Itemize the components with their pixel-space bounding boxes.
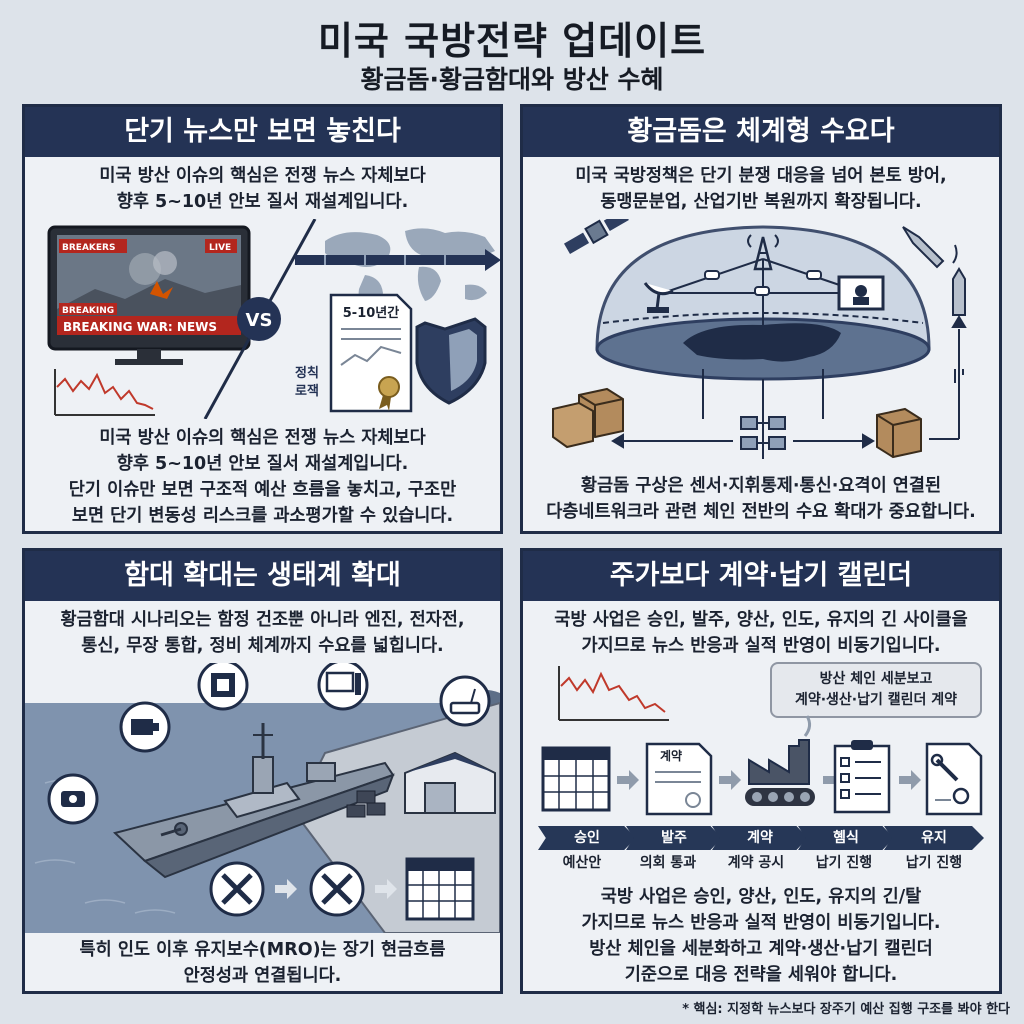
radar-dish-icon — [643, 282, 674, 313]
warship-icon — [112, 723, 395, 879]
panel-body-line: 보면 단기 변동성 리스크를 과소평가할 수 있습니다. — [71, 506, 454, 526]
line-chart-icon — [54, 369, 155, 416]
panel-golden-dome: 황금돔은 체계형 수요다 미국 국방정책은 단기 분쟁 대응을 넘어 본토 방어… — [520, 104, 1002, 534]
wrench-icon — [209, 861, 265, 917]
panel3-illustration — [25, 663, 500, 933]
satellite-icon — [564, 219, 629, 255]
callout-line: 계약·생산·납기 캘린더 계약 — [794, 692, 958, 708]
panel-body-line: 황금돔 구상은 센서·지휘통제·통신·요격이 연결된 — [580, 476, 942, 496]
panel-heading: 주가보다 계약·납기 캘린더 — [523, 551, 999, 601]
tv-live-text: LIVE — [209, 243, 231, 253]
callout-line: 방산 체인 세분보고 — [819, 671, 933, 687]
panel-intro-line: 미국 국방정책은 단기 분쟁 대응을 넘어 본토 방어, — [575, 166, 947, 186]
maintenance-doc-icon — [925, 742, 983, 816]
panel-intro-line: 통신, 무장 통합, 정비 체계까지 수요를 넓힙니다. — [81, 636, 444, 656]
document-icon: 계약 — [645, 742, 713, 816]
box-icon — [552, 387, 624, 449]
panel-body-line: 미국 방산 이슈의 핵심은 전쟁 뉴스 자체보다 — [99, 428, 426, 448]
panel-intro-line: 향후 5~10년 안보 질서 재설계입니다. — [116, 192, 409, 212]
tv-icon: BREAKERS LIVE BREAKING BREAKING WAR: NEW… — [47, 225, 251, 365]
tv-top-left-text: BREAKERS — [62, 243, 115, 253]
panel1-illustration: BREAKERS LIVE BREAKING BREAKING WAR: NEW… — [47, 219, 500, 419]
antenna-tower-icon — [747, 234, 779, 271]
panel-body-line: 다층네트워크라 관련 체인 전반의 수요 확대가 중요합니다. — [546, 502, 976, 522]
calendar-icon — [405, 857, 475, 921]
page-title: 미국 국방전략 업데이트 — [317, 19, 707, 63]
stage-step: 혬식 — [798, 826, 894, 850]
panel-intro-line: 동맹문분업, 산업기반 복원까지 확장됩니다. — [600, 192, 922, 212]
shield-icon — [415, 317, 487, 405]
network-icon — [740, 416, 786, 450]
document-icon: 5-10년간 — [329, 293, 413, 413]
engine-icon — [119, 701, 171, 753]
footnote: * 핵심: 지정학 뉴스보다 장주기 예산 집행 구조를 봐야 한다 — [682, 1002, 1010, 1017]
stage-subtitle: 계약 공시 — [727, 855, 785, 871]
line-chart-icon — [558, 666, 669, 721]
calendar-icon — [541, 746, 611, 812]
panel2-illustration — [552, 219, 967, 459]
panel-intro-line: 황금함대 시나리오는 함정 건조뿐 아니라 엔진, 전자전, — [60, 610, 465, 630]
checklist-icon — [833, 740, 891, 814]
motor-icon — [47, 773, 99, 825]
stage-subtitle: 의회 통과 — [639, 855, 697, 871]
computer-icon — [317, 663, 369, 711]
wrench-icon — [309, 861, 365, 917]
panel-body-line: 가지므로 뉴스 반응과 실적 반영이 비동기입니다. — [581, 913, 941, 933]
panel-heading: 함대 확대는 생태계 확대 — [25, 551, 500, 601]
callout-bubble: 방산 체인 세분보고 계약·생산·납기 캘린더 계약 — [770, 662, 982, 718]
tv-banner-text: BREAKING WAR: NEWS — [63, 320, 217, 334]
contract-doc-label: 계약 — [660, 748, 682, 763]
panel-intro-line: 가지므로 뉴스 반응과 실적 반영이 비동기입니다. — [581, 636, 941, 656]
page-subtitle: 황금돔·황금함대와 방산 수혜 — [360, 65, 664, 94]
panel-intro-line: 미국 방산 이슈의 핵심은 전쟁 뉴스 자체보다 — [99, 166, 426, 186]
stage-step: 유지 — [884, 826, 984, 850]
panel-body-line: 국방 사업은 승인, 양산, 인도, 유지의 긴/탈 — [600, 887, 922, 907]
panel-fleet-ecosystem: 함대 확대는 생태계 확대 황금함대 시나리오는 함정 건조뿐 아니라 엔진, … — [22, 548, 503, 994]
panel4-illustration: 계약 — [541, 666, 983, 816]
chip-icon — [197, 663, 249, 711]
panel-intro-line: 국방 사업은 승인, 발주, 양산, 인도, 유지의 긴 사이클을 — [554, 610, 968, 630]
panel-body-line: 향후 5~10년 안보 질서 재설계입니다. — [116, 454, 409, 474]
policy-label-line: 로잭 — [295, 383, 319, 399]
panel-heading: 황금돔은 체계형 수요다 — [523, 107, 999, 157]
panel-body-line: 방산 체인을 세분화하고 계약·생산·납기 캘린더 — [589, 939, 933, 959]
box-icon — [876, 407, 922, 459]
panel-body-line: 단기 이슈만 보면 구조적 예산 흐름을 놓치고, 구조만 — [68, 480, 457, 500]
monitor-icon — [837, 275, 885, 311]
timeline-arrow — [295, 249, 500, 271]
panel-body-line: 안정성과 연결됩니다. — [183, 966, 342, 986]
warehouse-icon — [404, 751, 496, 814]
panel-heading: 단기 뉴스만 보면 놓친다 — [25, 107, 500, 157]
page-header: 미국 국방전략 업데이트 황금돔·황금함대와 방산 수혜 — [0, 0, 1024, 100]
panel-short-term-news: 단기 뉴스만 보면 놓친다 미국 방산 이슈의 핵심은 전쟁 뉴스 자체보다 향… — [22, 104, 503, 534]
stage-step: 계약 — [712, 826, 808, 850]
panel-body-line: 특히 인도 이후 유지보수(MRO)는 장기 현금흐름 — [79, 940, 446, 960]
router-icon — [439, 675, 491, 727]
tv-breaking-text: BREAKING — [62, 306, 114, 316]
stage-subtitle: 납기 진행 — [905, 855, 963, 871]
stage-step: 발주 — [626, 826, 722, 850]
panel-body-line: 기준으로 대응 전략을 세워야 합니다. — [624, 965, 898, 985]
stage-step: 승인 — [538, 826, 636, 850]
stage-subtitle: 납기 진행 — [815, 855, 873, 871]
document-label: 5-10년간 — [343, 305, 399, 321]
vs-badge — [237, 297, 281, 341]
missile-icon — [902, 226, 966, 383]
factory-icon — [745, 715, 815, 806]
vs-label: VS — [246, 310, 273, 331]
stage-subtitle: 예산안 — [562, 855, 602, 871]
policy-label-line: 정칙 — [295, 365, 319, 381]
